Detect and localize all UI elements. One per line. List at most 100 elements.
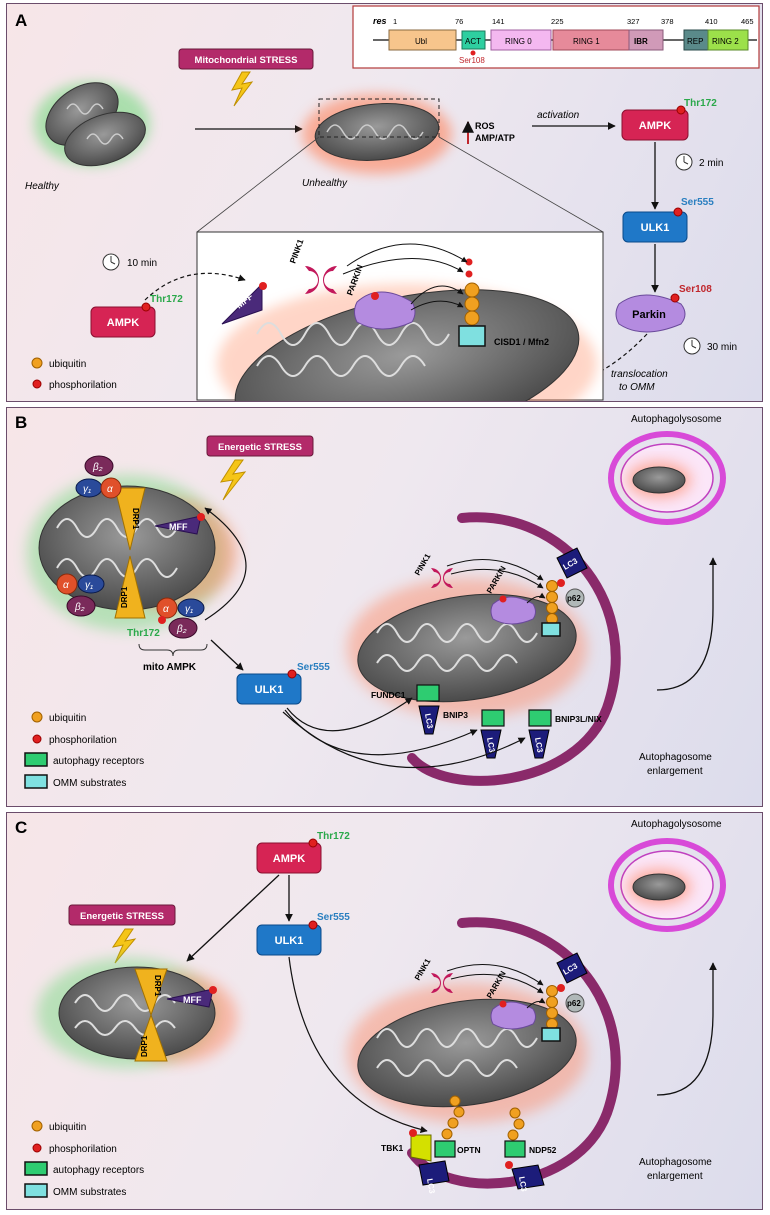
panel-a: A res Ubl ACT RING 0 RING 1 IBR REP RING… (6, 3, 763, 402)
res-pos-1: 1 (393, 17, 397, 26)
time-10min: 10 min (127, 258, 157, 269)
legend-b-ubiquitin-icon (31, 711, 43, 723)
domain-label-ring2: RING 2 (712, 37, 739, 46)
mff-protein-b: MFF (154, 513, 205, 535)
drp1-ring-b: DRP1 DRP1 (114, 487, 146, 619)
mito-stress-label: Mitochondrial STRESS (195, 55, 298, 66)
unhealthy-mitochondrion (302, 94, 452, 174)
translocation-line2: to OMM (619, 382, 655, 393)
timer-10min-icon (102, 253, 120, 271)
legend-b: ubiquitin phosphorilation autophagy rece… (24, 711, 144, 789)
optn-receptor: OPTN (434, 1095, 481, 1158)
pink1-label-c: PINK1 (413, 957, 433, 982)
panel-b-letter: B (15, 413, 27, 432)
ampk-left-site: Thr172 (150, 294, 183, 305)
alpha-bottom: α (63, 580, 69, 591)
alpha-mito: α (163, 604, 169, 615)
parkin-node: Parkin Ser108 (615, 284, 712, 333)
ampk-label: AMPK (639, 120, 671, 132)
ulk1-node: ULK1 Ser555 (622, 197, 714, 243)
ampk-node: AMPK Thr172 (621, 98, 717, 141)
energetic-stress-label-b: Energetic STRESS (218, 442, 302, 453)
p62-b: p62 (565, 588, 585, 608)
p62-label-c: p62 (567, 999, 581, 1008)
parkin-label: Parkin (632, 309, 666, 321)
autophagosome-membrane-b (407, 512, 621, 786)
ndp52-label: NDP52 (529, 1145, 557, 1155)
lc3-fundc1-label: LC3 (423, 713, 435, 730)
ampk-site-c: Thr172 (317, 831, 350, 842)
p62-label-b: p62 (567, 594, 581, 603)
lc3-top-c: LC3 (556, 952, 588, 992)
p62-c: p62 (565, 993, 585, 1013)
beta2-top: β₂ (92, 462, 103, 473)
domain-label-rep: REP (687, 37, 703, 46)
pink1-label-b: PINK1 (413, 552, 433, 577)
gamma1-top: γ₁ (83, 484, 91, 495)
domain-act (461, 30, 486, 50)
domain-ubl (388, 29, 457, 51)
activation-label: activation (537, 110, 580, 121)
panel-c-diagram: C AMPK Thr172 Energetic STRESS ULK1 Ser5… (15, 818, 726, 1198)
autophagolysosome-label-b: Autophagolysosome (631, 414, 722, 425)
legend-c: ubiquitin phosphorilation autophagy rece… (24, 1120, 144, 1198)
energetic-stress-label-c: Energetic STRESS (80, 911, 164, 922)
ampk-left-node: AMPK Thr172 (90, 294, 183, 338)
healthy-mitochondria (34, 82, 150, 167)
legend-b-receptors: autophagy receptors (53, 756, 144, 767)
cisd-mfn2-label: CISD1 / Mfn2 (494, 337, 549, 347)
gamma1-mito: γ₁ (185, 604, 193, 615)
ampk-site-thr172: Thr172 (684, 98, 717, 109)
legend-c-omm-icon (24, 1183, 48, 1198)
res-pos-327: 327 (627, 17, 640, 26)
domain-ring0 (490, 29, 552, 51)
panel-b-diagram: B Energetic STRESS DRP1 DRP1 MFF β₂ γ₁ α (15, 413, 726, 789)
legend-c-ubiquitin: ubiquitin (49, 1122, 86, 1133)
bnip3-label: BNIP3 (443, 710, 468, 720)
beta2-bottom: β₂ (74, 602, 85, 613)
autophagolysosome-b (608, 431, 726, 525)
legend-c-ubiquitin-icon (31, 1120, 43, 1132)
ampk-left-label: AMPK (107, 317, 139, 329)
drp1-ring-c: DRP1 DRP1 (134, 968, 168, 1062)
timer-2min-icon (675, 153, 693, 171)
ulk1-node-c: ULK1 Ser555 (256, 912, 350, 956)
time-2min: 2 min (699, 158, 723, 169)
lightning-icon (231, 71, 254, 107)
autophagolysosome-label-c: Autophagolysosome (631, 819, 722, 830)
ulk1-label: ULK1 (641, 222, 670, 234)
legend-b-ubiquitin: ubiquitin (49, 713, 86, 724)
autophagosome-membrane-c (407, 917, 621, 1189)
mito-ampk-label: mito AMPK (143, 662, 197, 673)
res-pos-410: 410 (705, 17, 718, 26)
ulk1-site-ser555: Ser555 (681, 197, 714, 208)
mff-protein-c: MFF (166, 986, 217, 1008)
mito-ampk-complex: α γ₁ β₂ (156, 597, 205, 639)
autophagosome-label-c: Autophagosome (639, 1157, 712, 1168)
unhealthy-label: Unhealthy (302, 178, 348, 189)
domain-site-ser108: Ser108 (459, 56, 485, 65)
legend-c-omm: OMM substrates (53, 1187, 126, 1198)
enlargement-label-b: enlargement (647, 766, 703, 777)
energetic-stress-tag-c: Energetic STRESS (68, 904, 176, 964)
ulk1-site-b: Ser555 (297, 662, 330, 673)
res-pos-141: 141 (492, 17, 505, 26)
ulk1-node-b: ULK1 Ser555 (236, 662, 330, 705)
drp1-top-label-c: DRP1 (153, 975, 162, 997)
panel-a-letter: A (15, 11, 27, 30)
healthy-label: Healthy (25, 181, 60, 192)
fundc1-label: FUNDC1 (371, 690, 406, 700)
ampk-label-c: AMPK (273, 853, 305, 865)
panel-b: B Energetic STRESS DRP1 DRP1 MFF β₂ γ₁ α (6, 407, 763, 807)
ndp52-receptor: NDP52 (504, 1107, 557, 1158)
legend-ubiquitin-icon (31, 357, 43, 369)
timer-30min-icon (683, 337, 701, 355)
fundc1-receptor: FUNDC1 LC3 (371, 684, 440, 735)
res-pos-225: 225 (551, 17, 564, 26)
legend-c-phos: phosphorilation (49, 1144, 117, 1155)
ubiquitin-chain-c (541, 985, 561, 1042)
parkin-domain-map: res Ubl ACT RING 0 RING 1 IBR REP RING 2… (352, 5, 760, 69)
energetic-stress-tag-b: Energetic STRESS (206, 435, 314, 501)
legend-phos-icon (32, 379, 42, 389)
legend-a: ubiquitin phosphorilation (31, 357, 117, 391)
